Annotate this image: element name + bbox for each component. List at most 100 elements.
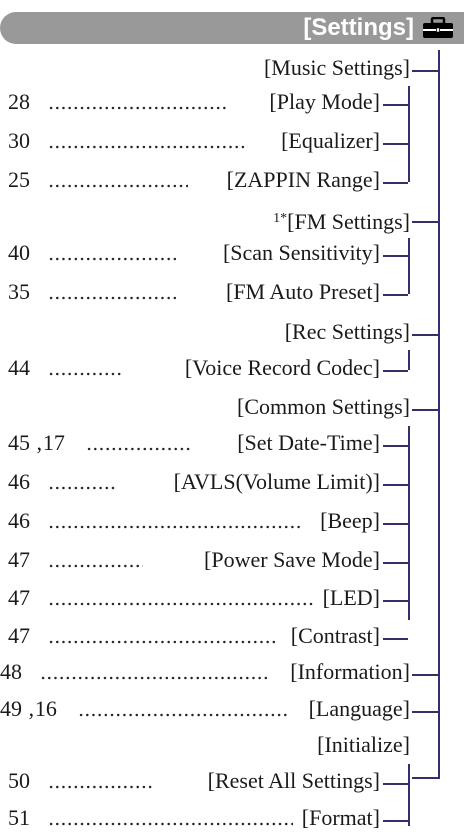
group-label: [Music Settings] — [263, 55, 410, 80]
list-item[interactable]: 25 [ZAPPIN Range] — [0, 164, 380, 196]
group-connector — [408, 86, 410, 182]
item-connector — [383, 638, 408, 640]
group-fm-settings[interactable]: 1*[FM Settings] — [0, 203, 410, 235]
page-number: 46 — [8, 508, 30, 533]
leader-dots — [78, 713, 290, 717]
list-item[interactable]: 50 [Reset All Settings] — [0, 765, 380, 797]
item-label: [Reset All Settings] — [207, 768, 380, 793]
page-number: 40 — [8, 240, 30, 265]
branch-connector — [412, 409, 438, 411]
group-music-settings[interactable]: [Music Settings] — [0, 52, 410, 84]
leader-dots — [48, 372, 123, 376]
leader-dots — [48, 486, 118, 490]
branch-connector — [412, 70, 438, 72]
group-connector — [408, 426, 410, 620]
item-label: [Set Date-Time] — [237, 430, 380, 455]
item-label: [Equalizer] — [281, 128, 380, 153]
leader-dots — [86, 447, 191, 451]
item-label: [LED] — [322, 585, 380, 610]
group-label: 1*[FM Settings] — [273, 209, 410, 234]
page-number: 45 ‚17 — [8, 430, 65, 455]
list-item[interactable]: 45 ‚17 [Set Date-Time] — [0, 427, 380, 459]
leader-dots — [48, 257, 178, 261]
list-item[interactable]: 47 [Power Save Mode] — [0, 544, 380, 576]
group-connector — [408, 764, 410, 826]
item-connector — [383, 523, 408, 525]
branch-connector — [412, 674, 438, 676]
list-item[interactable]: 46 [AVLS(Volume Limit)] — [0, 466, 380, 498]
item-label: [FM Auto Preset] — [226, 279, 380, 304]
item-label: [Beep] — [320, 508, 380, 533]
settings-title: [Settings] — [303, 14, 414, 41]
page-number: 50 — [8, 768, 30, 793]
group-connector — [408, 350, 410, 370]
group-initialize[interactable]: [Initialize] — [0, 729, 410, 761]
leader-dots — [48, 145, 248, 149]
item-label: [Scan Sensitivity] — [222, 240, 380, 265]
toolbox-icon — [423, 17, 453, 38]
list-item[interactable]: 47 [LED] — [0, 582, 380, 614]
group-label: [Rec Settings] — [284, 319, 410, 344]
leader-dots — [48, 640, 278, 644]
branch-connector — [412, 221, 438, 223]
page-number: 30 — [8, 128, 30, 153]
item-connector — [383, 445, 408, 447]
item-label: [Information] — [290, 659, 410, 684]
leader-dots — [48, 296, 178, 300]
page-number: 47 — [8, 547, 30, 572]
branch-connector — [412, 711, 438, 713]
leader-dots — [48, 106, 228, 110]
list-item[interactable]: 47 [Contrast] — [0, 620, 380, 652]
list-item[interactable]: 51 [Format] — [0, 802, 380, 834]
item-connector — [383, 143, 408, 145]
page-number: 35 — [8, 279, 30, 304]
group-label: [Initialize] — [317, 732, 410, 757]
page-number: 47 — [8, 623, 30, 648]
list-item[interactable]: 35 [FM Auto Preset] — [0, 276, 380, 308]
page-number: 25 — [8, 167, 30, 192]
item-label: [ZAPPIN Range] — [226, 167, 380, 192]
list-item[interactable]: 40 [Scan Sensitivity] — [0, 237, 380, 269]
leader-dots — [48, 525, 303, 529]
page-number: 28 — [8, 89, 30, 114]
item-connector — [383, 820, 408, 822]
list-item[interactable]: 49 ‚16 [Language] — [0, 693, 410, 725]
item-connector — [383, 294, 408, 296]
item-connector — [383, 370, 408, 372]
group-rec-settings[interactable]: [Rec Settings] — [0, 316, 410, 348]
item-label: [Power Save Mode] — [204, 547, 380, 572]
list-item[interactable]: 46 [Beep] — [0, 505, 380, 537]
page-number: 48 — [0, 659, 22, 684]
branch-connector — [412, 777, 440, 779]
page-number: 51 — [8, 805, 30, 830]
leader-dots — [48, 785, 153, 789]
list-item[interactable]: 48 [Information] — [0, 656, 410, 688]
item-label: [Format] — [301, 805, 380, 830]
item-label: [Play Mode] — [269, 89, 380, 114]
item-connector — [383, 104, 408, 106]
branch-connector — [412, 334, 438, 336]
trunk-connector — [438, 50, 440, 779]
group-connector — [408, 238, 410, 294]
page-number: 47 — [8, 585, 30, 610]
item-connector — [383, 255, 408, 257]
list-item[interactable]: 44 [Voice Record Codec] — [0, 352, 380, 384]
item-label: [Voice Record Codec] — [184, 355, 380, 380]
item-connector — [383, 600, 408, 602]
settings-header-bar: [Settings] — [0, 12, 464, 44]
leader-dots — [48, 184, 188, 188]
item-connector — [383, 484, 408, 486]
page-number: 46 — [8, 469, 30, 494]
list-item[interactable]: 28 [Play Mode] — [0, 86, 380, 118]
item-label: [AVLS(Volume Limit)] — [173, 469, 380, 494]
list-item[interactable]: 30 [Equalizer] — [0, 125, 380, 157]
page-number: 49 ‚16 — [0, 696, 57, 721]
group-common-settings[interactable]: [Common Settings] — [0, 391, 410, 423]
footnote-marker: 1* — [273, 211, 288, 226]
item-connector — [383, 783, 408, 785]
group-label: [Common Settings] — [237, 394, 410, 419]
item-connector — [383, 562, 408, 564]
leader-dots — [48, 822, 293, 826]
page-number: 44 — [8, 355, 30, 380]
